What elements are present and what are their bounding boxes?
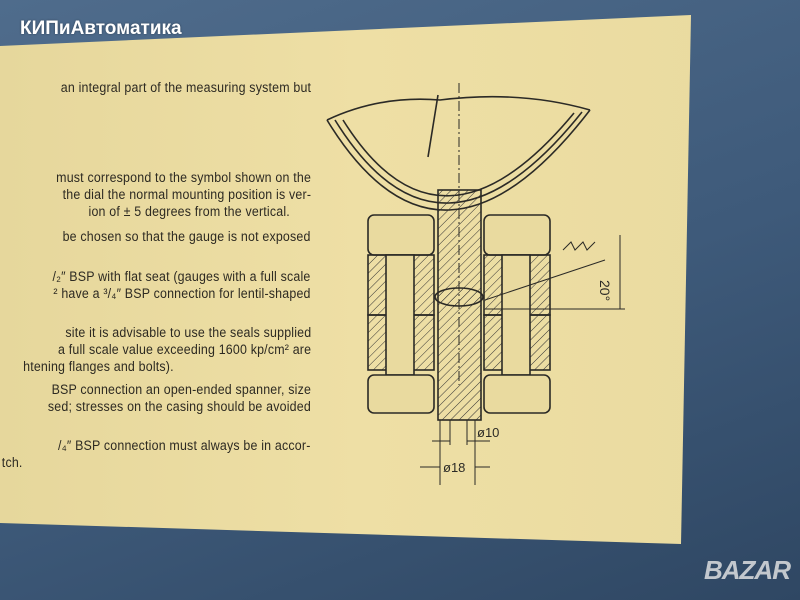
text-line: site it is advisable to use the seals su… xyxy=(65,325,311,340)
gauge-mounting-diagram: 20° ø10 ø18 xyxy=(326,83,625,485)
angle-label: 20° xyxy=(597,280,613,301)
text-line: /₂″ BSP with flat seat (gauges with a fu… xyxy=(52,269,311,284)
text-line: htening flanges and bolts). xyxy=(23,359,174,374)
text-line: must correspond to the symbol shown on t… xyxy=(56,170,311,185)
right-bolt xyxy=(483,214,551,414)
text-line: the dial the normal mounting position is… xyxy=(62,187,311,202)
text-line: tch. xyxy=(2,455,23,470)
lens-seal xyxy=(434,287,484,307)
inner-diameter-label: ø10 xyxy=(477,425,499,440)
text-line: an integral part of the measuring system… xyxy=(60,80,311,95)
text-line: a full scale value exceeding 1600 kp/cm²… xyxy=(57,342,311,357)
site-logo: BAZAR xyxy=(704,555,791,585)
text-line: ion of ± 5 degrees from the vertical. xyxy=(88,204,290,219)
watermark: КИПиАвтоматика xyxy=(20,18,182,39)
text-line: sed; stresses on the casing should be av… xyxy=(47,399,311,414)
left-bolt xyxy=(367,214,435,414)
text-line: BSP connection an open-ended spanner, si… xyxy=(51,382,311,397)
outer-diameter-label: ø18 xyxy=(443,460,465,475)
text-line: ² have a ³/₄″ BSP connection for lentil-… xyxy=(53,286,311,301)
text-line: be chosen so that the gauge is not expos… xyxy=(62,229,311,244)
text-line: /₄″ BSP connection must always be in acc… xyxy=(58,438,311,453)
